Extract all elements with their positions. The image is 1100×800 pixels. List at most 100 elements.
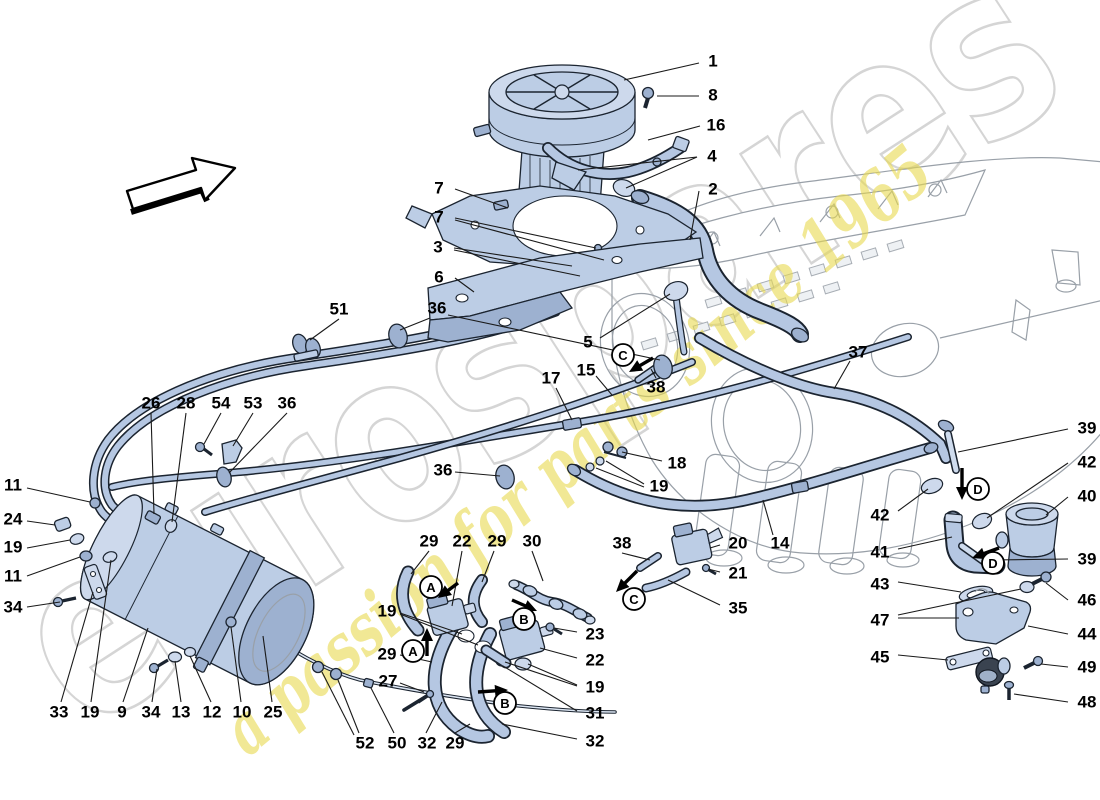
leader-line-7 <box>454 188 509 209</box>
leader-line-30 <box>531 550 544 582</box>
direction-marker-D: D <box>973 482 982 497</box>
clip-36d <box>216 466 232 488</box>
callout-40: 40 <box>1078 487 1097 506</box>
callout-18: 18 <box>668 454 687 473</box>
direction-marker-B: B <box>500 696 509 711</box>
callout-16: 16 <box>707 116 726 135</box>
callout-38: 38 <box>647 378 666 397</box>
leader-line-19 <box>527 663 578 686</box>
callout-34: 34 <box>142 703 161 722</box>
leader-line-3 <box>453 247 573 267</box>
callout-31: 31 <box>586 704 605 723</box>
leader-line-6 <box>454 277 475 293</box>
vacuum-valve-20-cluster <box>636 522 724 593</box>
leader-line-35 <box>667 579 721 606</box>
callout-29: 29 <box>446 734 465 753</box>
direction-arrowhead-D <box>956 487 968 500</box>
pipe-clips <box>292 323 673 490</box>
leader-line-53 <box>232 412 254 447</box>
callout-7: 7 <box>434 208 443 227</box>
callout-25: 25 <box>264 703 283 722</box>
leader-line-25 <box>262 635 273 703</box>
callout-34: 34 <box>4 598 23 617</box>
leader-line-19 <box>605 460 645 485</box>
leader-line-32 <box>501 723 578 740</box>
leader-line-21 <box>707 568 721 573</box>
ring-19a <box>69 533 85 545</box>
screw-34b <box>148 658 169 674</box>
leader-line-37 <box>833 360 851 390</box>
clamp-42-right <box>971 512 993 530</box>
direction-marker-C: C <box>618 348 628 363</box>
screw-48 <box>1003 680 1015 700</box>
callout-23: 23 <box>586 625 605 644</box>
valve-45 <box>945 646 1011 694</box>
leader-line-19 <box>399 612 463 635</box>
hose-14 <box>566 442 939 512</box>
leader-line-48 <box>1013 693 1069 703</box>
leader-line-19 <box>26 539 71 549</box>
leader-line-32 <box>425 701 443 734</box>
direction-marker-circle-C <box>611 343 635 367</box>
callout-33: 33 <box>50 703 69 722</box>
leader-line-38 <box>650 368 657 379</box>
callout-38: 38 <box>613 534 632 553</box>
callout-51: 51 <box>330 300 349 319</box>
leader-line-2 <box>689 190 700 241</box>
callout-24: 24 <box>4 510 23 529</box>
leader-line-11 <box>26 487 91 503</box>
callout-32: 32 <box>586 732 605 751</box>
callout-36: 36 <box>278 394 297 413</box>
callout-48: 48 <box>1078 693 1097 712</box>
direction-marker-A: A <box>408 644 418 659</box>
leader-line-3 <box>453 249 581 277</box>
direction-arrowhead-D <box>972 547 987 560</box>
callout-53: 53 <box>244 394 263 413</box>
air-delivery-hose-2 <box>630 189 810 343</box>
callout-47: 47 <box>871 611 890 630</box>
leader-line-1 <box>623 62 700 81</box>
grommet-52b <box>329 667 343 681</box>
screw-49 <box>1023 655 1044 670</box>
leader-line-36 <box>454 471 501 477</box>
direction-marker-D: D <box>988 556 997 571</box>
leader-line-19 <box>399 613 479 646</box>
leader-line-9 <box>122 627 149 703</box>
leader-line-42 <box>897 488 929 512</box>
callout-35: 35 <box>729 599 748 618</box>
leader-line-19 <box>595 467 645 488</box>
callout-54: 54 <box>212 394 231 413</box>
valve-20 <box>671 522 724 566</box>
direction-arrowhead-A <box>421 628 433 641</box>
direction-marker-circle-A <box>419 575 443 599</box>
pump-bracket-6 <box>427 237 704 343</box>
leader-line-24 <box>26 520 56 526</box>
leader-line-29 <box>454 723 471 734</box>
callout-17: 17 <box>542 369 561 388</box>
hose-37 <box>694 332 955 464</box>
leader-line-22 <box>539 647 578 659</box>
callout-42: 42 <box>871 506 890 525</box>
direction-marker-circle-B <box>493 691 517 715</box>
leader-line-46 <box>1045 582 1069 601</box>
leader-line-27 <box>399 682 425 693</box>
leader-line-17 <box>555 387 573 421</box>
outlet-fittings-4 <box>551 161 636 198</box>
leader-line-40 <box>1045 496 1069 516</box>
callout-19: 19 <box>650 477 669 496</box>
callout-5: 5 <box>583 333 592 352</box>
leader-line-13 <box>174 660 182 703</box>
leader-line-29 <box>410 550 430 575</box>
callout-20: 20 <box>729 534 748 553</box>
leader-line-11 <box>26 556 81 577</box>
bolt-54 <box>194 441 213 457</box>
pump-strap-16 <box>542 135 690 180</box>
bracket-44 <box>955 591 1032 645</box>
clip-36a <box>388 323 408 349</box>
leader-line-15 <box>595 375 613 396</box>
leader-line-26 <box>150 412 155 515</box>
leader-line-42 <box>986 462 1069 519</box>
